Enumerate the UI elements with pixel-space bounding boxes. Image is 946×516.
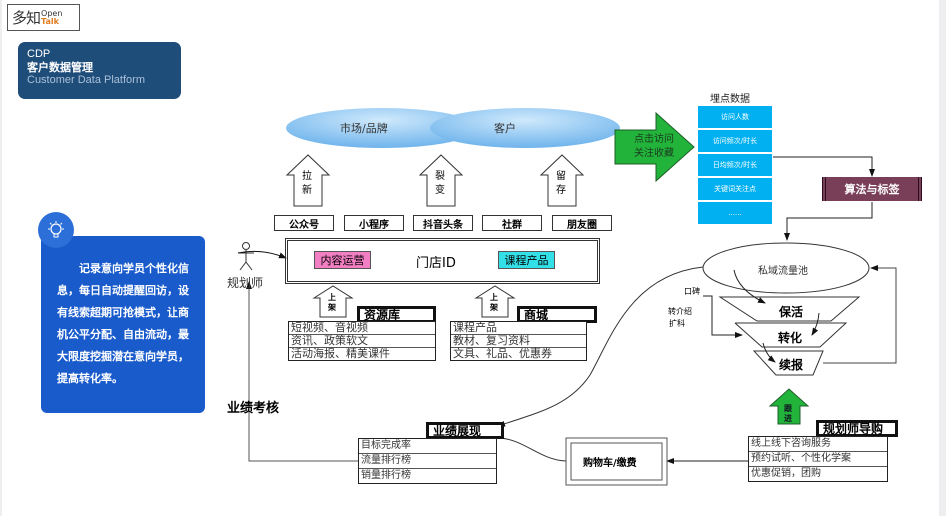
performance-row: 目标完成率 (359, 439, 496, 454)
shelf-arrow-left (312, 285, 354, 318)
resource-row: 活动海报、精美课件 (291, 347, 390, 360)
content-ops-tag: 内容运营 (314, 251, 371, 269)
channel-douyin[interactable]: 抖音头条 (413, 215, 473, 231)
cdp-english: Customer Data Platform (27, 74, 145, 86)
tracking-title: 埋点数据 (710, 94, 750, 105)
mall-row: 教材、复习资料 (451, 335, 586, 348)
arrow-label-liucun: 留存 (556, 171, 566, 196)
logo-cn: 多知 (12, 9, 41, 27)
cloud-right-label: 客户 (494, 122, 516, 135)
loop-back-line (823, 265, 897, 364)
funnel-label-convert: 转化 (778, 331, 803, 345)
performance-table: 目标完成率 流量排行榜 销量排行榜 (358, 438, 497, 484)
pool-label: 私域流量池 (758, 266, 808, 277)
performance-row: 销量排行榜 (361, 470, 411, 481)
tracking-list: 访问人数 访问频次/时长 日均频次/时长 关键词关注点 ...... (698, 106, 772, 226)
mall-row: 文具、礼品、优惠券 (453, 347, 552, 360)
cart-to-performance-curve (499, 437, 567, 462)
tracking-item: 日均频次/时长 (698, 154, 772, 176)
cdp-subtitle: 客户数据管理 (27, 61, 93, 74)
assessment-label: 业绩考核 (227, 401, 280, 416)
stage2-to-stage3-arrow (762, 342, 776, 363)
up-arrow-liucun (539, 154, 585, 207)
funnel-label-retain: 保活 (779, 305, 804, 319)
planner-guide-row: 预约试听、个性化学案 (749, 452, 887, 467)
cdp-title: CDP (27, 48, 51, 60)
performance-title: 业绩展现 (426, 422, 504, 439)
planner-guide-table: 线上线下咨询服务 预约试听、个性化学案 优惠促销，团购 (748, 436, 888, 482)
left-edge (0, 0, 2, 516)
cdp-header-card: CDP 客户数据管理 Customer Data Platform (18, 42, 181, 99)
follow-label: 跟进 (784, 404, 792, 423)
planner-guide-title: 规划师导购 (816, 420, 898, 437)
channel-wechat-official[interactable]: 公众号 (274, 215, 334, 231)
green-right-arrow (614, 111, 695, 183)
course-product-tag: 课程产品 (498, 251, 555, 269)
market-customer-cloud (286, 108, 620, 148)
note-card: 记录意向学员个性化信息，每日自动提醒回访，设有线索超期可抢模式，让商机公平分配、… (41, 236, 205, 413)
up-arrow-liebian (418, 154, 464, 207)
store-id-title: 门店ID (416, 256, 456, 271)
pool-to-stage1-arrow (733, 269, 766, 304)
person-icon (238, 242, 254, 271)
logo: 多知 Open Talk (7, 4, 80, 31)
funnel-label-renew: 续报 (779, 358, 804, 372)
up-arrow-lakin (285, 154, 331, 207)
logo-en-bottom: Talk (41, 16, 59, 26)
shelf-label-right: 上架 (490, 293, 498, 312)
channel-moments[interactable]: 朋友圈 (552, 215, 612, 231)
channel-mini-program[interactable]: 小程序 (344, 215, 404, 231)
mall-row: 课程产品 (451, 322, 586, 335)
channel-community[interactable]: 社群 (482, 215, 542, 231)
tracking-item: 关键词关注点 (698, 178, 772, 200)
follow-up-arrow (768, 388, 810, 425)
shelf-label-left: 上架 (328, 293, 336, 312)
cart-label: 购物车/缴费 (583, 458, 637, 469)
tracking-item: 访问频次/时长 (698, 130, 772, 152)
funnel-stage-1 (718, 296, 861, 322)
cart-box-outer (565, 437, 668, 486)
funnel-stage-2 (734, 322, 848, 348)
planner-guide-row: 优惠促销，团购 (751, 468, 821, 479)
mall-table: 课程产品 教材、复习资料 文具、礼品、优惠券 (450, 321, 587, 361)
actor-label: 规划师 (227, 276, 264, 290)
referral-introduce: 转介绍 (668, 307, 692, 316)
scrollbar[interactable] (939, 0, 946, 516)
resource-row: 短视频、音视频 (289, 322, 435, 335)
tracking-to-algo-line (773, 156, 875, 177)
algo-tag-box: 算法与标签 (822, 177, 922, 201)
cart-box-inner (570, 442, 663, 481)
arrow-label-lakin: 拉新 (302, 171, 312, 196)
resource-row: 资讯、政策软文 (289, 335, 435, 348)
cloud-left-label: 市场/品牌 (340, 122, 388, 135)
stage1-to-stage2-arrow (811, 312, 820, 336)
private-pool-ellipse (702, 242, 870, 294)
tracking-item: ...... (698, 202, 772, 224)
algo-to-pool-line (784, 202, 873, 241)
arrow-label-liebian: 裂变 (435, 171, 445, 196)
referral-expand: 扩科 (669, 319, 685, 328)
tracking-item: 访问人数 (698, 106, 772, 128)
actor-arrow (237, 250, 287, 259)
performance-row: 流量排行榜 (359, 454, 496, 469)
pool-to-performance-curve (497, 266, 704, 427)
referral-line (703, 295, 743, 338)
lightbulb-icon (38, 212, 74, 248)
green-arrow-label: 点击访问关注收藏 (634, 134, 674, 159)
shelf-arrow-right (474, 285, 516, 318)
up-arrows (285, 154, 585, 318)
referral-word-of-mouth: 口碑 (684, 287, 700, 296)
resource-lib-table: 短视频、音视频 资讯、政策软文 活动海报、精美课件 (288, 321, 436, 361)
assessment-line (246, 281, 358, 462)
store-id-box (285, 238, 600, 284)
planner-guide-row: 线上线下咨询服务 (749, 437, 887, 452)
logo-en-top: Open (41, 8, 63, 18)
